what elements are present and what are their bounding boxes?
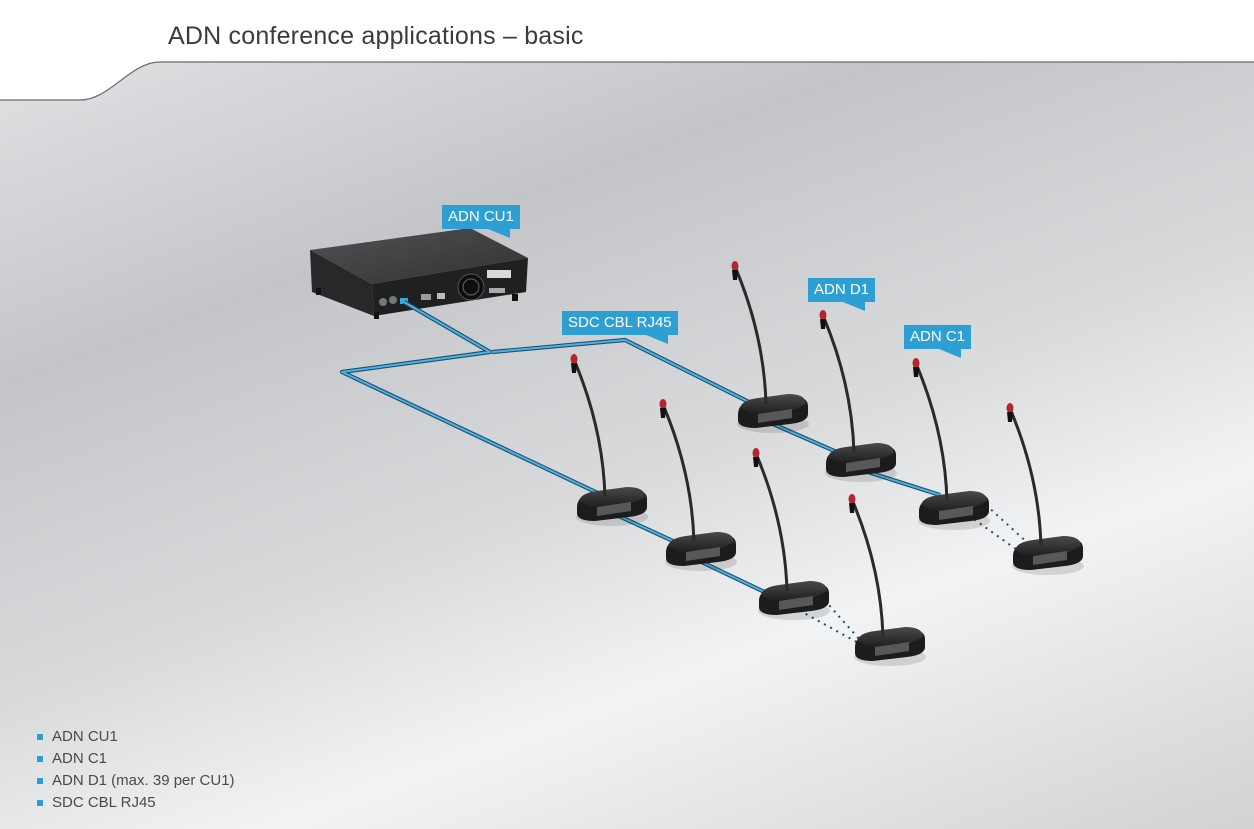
legend-bullet — [37, 756, 43, 762]
adn-c1-chairman-unit — [911, 356, 992, 532]
conference-unit-2 — [658, 397, 739, 573]
conference-unit-8 — [1005, 401, 1086, 577]
conference-unit-4 — [847, 492, 928, 668]
adn-d1-delegate-unit — [818, 308, 899, 484]
legend-label: ADN D1 (max. 39 per CU1) — [52, 772, 235, 789]
page-title: ADN conference applications – basic — [168, 22, 584, 50]
callout-adn-d1: ADN D1 — [808, 278, 876, 311]
header-band — [0, 0, 1254, 101]
legend-label: ADN C1 — [52, 750, 108, 767]
legend-bullet — [37, 734, 43, 740]
legend-item: SDC CBL RJ45 — [37, 793, 235, 815]
legend-item: ADN CU1 — [37, 727, 235, 749]
conference-unit-5 — [730, 259, 811, 435]
conference-unit-1 — [569, 352, 650, 528]
adn-cu1-central-unit — [310, 228, 528, 319]
legend: ADN CU1 ADN C1 ADN D1 (max. 39 per CU1) … — [37, 727, 235, 815]
legend-bullet — [37, 778, 43, 784]
legend-label: ADN CU1 — [52, 728, 118, 745]
callout-adn-cu1: ADN CU1 — [442, 205, 520, 238]
callout-sdc-cbl-rj45: SDC CBL RJ45 — [562, 311, 678, 344]
legend-item: ADN D1 (max. 39 per CU1) — [37, 771, 235, 793]
legend-item: ADN C1 — [37, 749, 235, 771]
legend-bullet — [37, 800, 43, 806]
legend-label: SDC CBL RJ45 — [52, 794, 156, 811]
callout-adn-c1: ADN C1 — [904, 325, 972, 358]
conference-unit-3 — [751, 446, 832, 622]
